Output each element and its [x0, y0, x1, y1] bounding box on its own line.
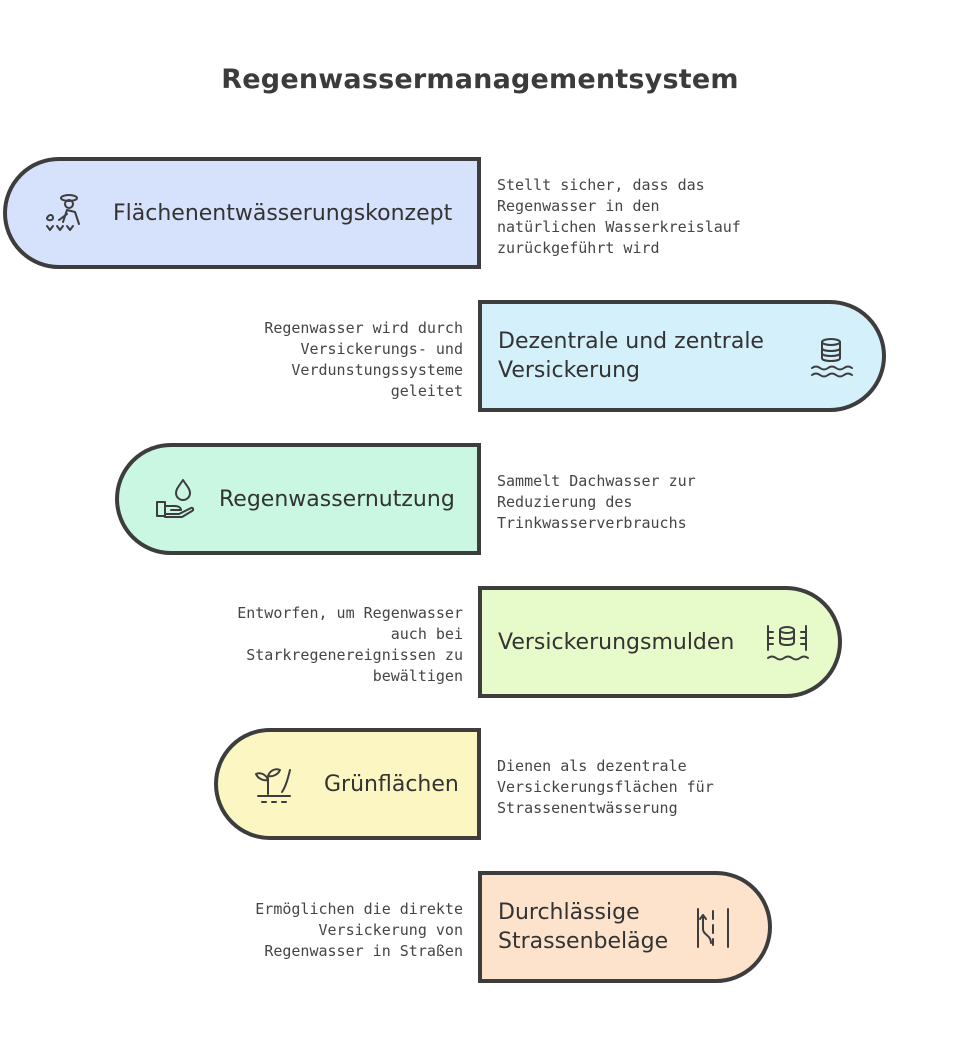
road-lanes-icon: [690, 905, 736, 951]
diagram-title: Regenwassermanagementsystem: [221, 64, 739, 95]
step-permeable-pavements: Durchlässige Strassenbeläge: [478, 871, 772, 983]
step-infiltration-swales: Versickerungsmulden: [478, 586, 842, 698]
step-green-spaces: Grünflächen: [214, 728, 481, 840]
step-label: Regenwassernutzung: [219, 486, 455, 512]
step-label: Grünflächen: [324, 771, 459, 797]
step-description: Sammelt Dachwasser zur Reduzierung des T…: [497, 472, 696, 532]
step-description: Regenwasser wird durch Versickerungs- un…: [264, 319, 463, 400]
step-label: Durchlässige Strassenbeläge: [498, 900, 669, 954]
step-label: Dezentrale und zentrale Versickerung: [498, 329, 764, 383]
sprout-icon: [252, 762, 298, 808]
step-rainwater-usage: Regenwassernutzung: [115, 443, 481, 555]
step-description: Stellt sicher, dass das Regenwasser in d…: [497, 176, 741, 257]
step-label: Versickerungsmulden: [498, 629, 735, 655]
farmer-planting-icon: [41, 190, 87, 236]
step-description: Entworfen, um Regenwasser auch bei Stark…: [237, 604, 463, 685]
step-surface-drainage-concept: Flächenentwässerungskonzept: [3, 157, 481, 269]
step-decentral-central-infiltration: Dezentrale und zentrale Versickerung: [478, 300, 886, 412]
storage-water-icon: [808, 335, 854, 381]
swale-storage-icon: [764, 620, 810, 666]
step-description: Ermöglichen die direkte Versickerung von…: [255, 900, 463, 960]
hand-drop-icon: [153, 476, 199, 522]
step-description: Dienen als dezentrale Versickerungsfläch…: [497, 757, 714, 817]
step-label: Flächenentwässerungskonzept: [113, 200, 453, 226]
